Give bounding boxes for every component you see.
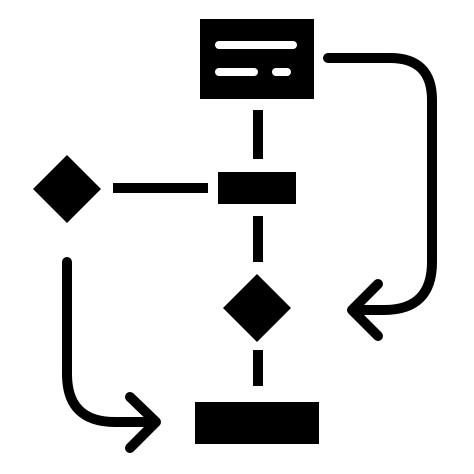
right-curved-arrow-path [323, 53, 437, 315]
right-curved-arrow [323, 53, 437, 341]
end-box [195, 402, 319, 444]
left-arrowhead-icon [125, 392, 161, 453]
center-decision-diamond [223, 274, 291, 342]
left-curved-arrow [62, 257, 161, 453]
left-curved-arrow-path [62, 257, 151, 427]
document-box [200, 19, 314, 99]
right-arrowhead-icon [347, 279, 383, 341]
process-box [218, 172, 296, 204]
document-box-frame [200, 19, 314, 99]
left-decision-diamond [33, 155, 101, 223]
